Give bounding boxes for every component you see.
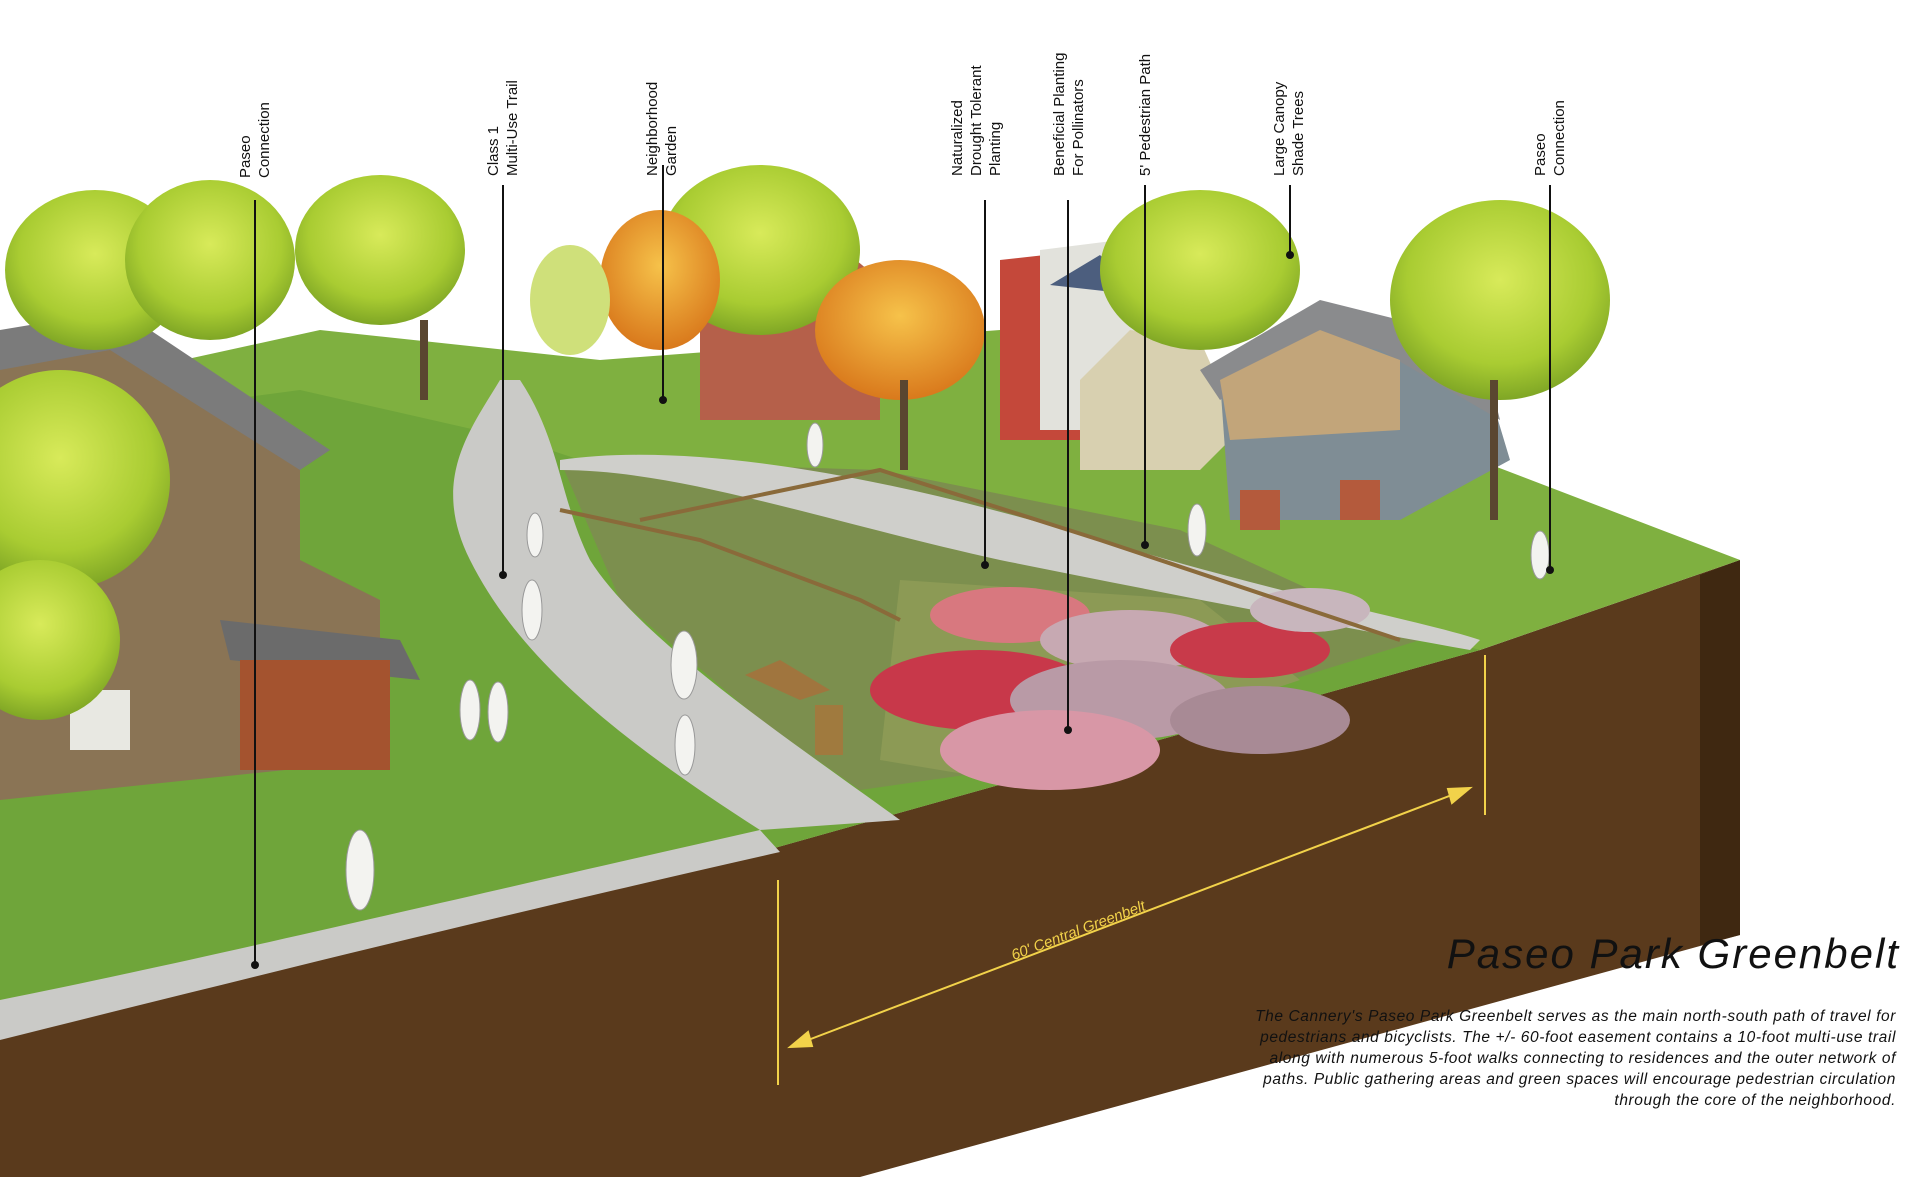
callout-dots <box>251 251 1554 969</box>
callout-lines <box>254 165 1551 965</box>
callout-pedestrian-path: 5' Pedestrian Path <box>1137 53 1154 176</box>
multi-use-trail <box>0 380 1480 1040</box>
pollinator-planting <box>870 587 1370 790</box>
pedestrians-and-cyclists <box>345 422 1550 911</box>
split-rail-fence <box>559 467 1401 642</box>
bench-and-trash-bin <box>745 660 843 755</box>
canopy-trees <box>0 165 1610 720</box>
greenbelt-dimension <box>777 655 1486 1085</box>
description-text: The Cannery's Paseo Park Greenbelt serve… <box>1255 1008 1896 1109</box>
page-title: Paseo Park Greenbelt <box>1446 930 1900 977</box>
